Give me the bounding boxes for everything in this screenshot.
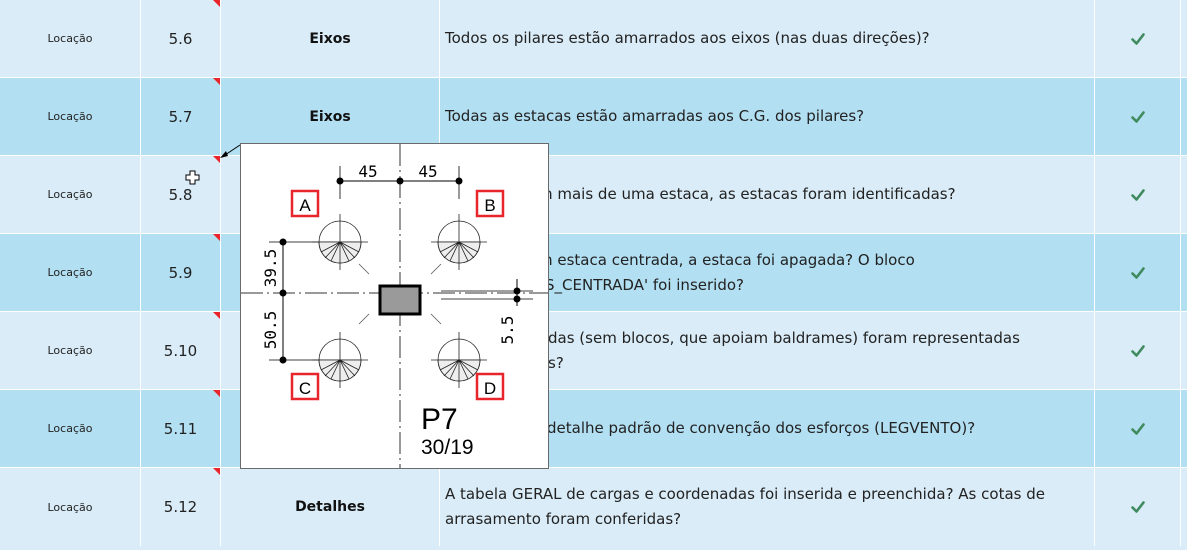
- description-line: A tabela GERAL de cargas e coordenadas f…: [445, 485, 1045, 503]
- description-cell[interactable]: detalhe padrão de convenção dos esforços…: [440, 390, 1095, 467]
- title-cell[interactable]: Detalhes: [221, 468, 440, 546]
- number-cell[interactable]: 5.11: [141, 390, 221, 467]
- dimension-text: 50.5: [261, 311, 280, 350]
- extra-cell[interactable]: [1181, 156, 1187, 233]
- pillar-size: 30/19: [421, 436, 474, 459]
- dimension-text: 5.5: [498, 316, 517, 345]
- comment-marker[interactable]: [213, 468, 220, 475]
- checkmark-icon: [1130, 344, 1145, 357]
- status-cell[interactable]: [1095, 156, 1181, 233]
- category-cell[interactable]: Locação: [0, 468, 141, 546]
- comment-popup[interactable]: 45 45 39.5 50.5 5.5: [240, 143, 549, 469]
- description-cell[interactable]: das (sem blocos, que apoiam baldrames) f…: [440, 312, 1095, 389]
- dimension-text: 45: [358, 162, 377, 181]
- checkmark-icon: [1130, 501, 1145, 513]
- description-line: s?: [548, 354, 564, 372]
- table-row[interactable]: Locação 5.7 Eixos Todas as estacas estão…: [0, 78, 1187, 156]
- pile-label-box: [475, 372, 505, 401]
- extra-cell[interactable]: [1181, 312, 1187, 389]
- title-cell[interactable]: Eixos: [221, 78, 440, 155]
- pillar-name: P7: [421, 403, 458, 436]
- checkmark-icon: [1130, 266, 1145, 279]
- number-cell[interactable]: 5.8: [141, 156, 221, 233]
- extra-cell[interactable]: [1181, 390, 1187, 467]
- number-cell[interactable]: 5.9: [141, 234, 221, 311]
- number-cell[interactable]: 5.12: [141, 468, 221, 546]
- description-cell[interactable]: Todos os pilares estão amarrados aos eix…: [440, 0, 1095, 77]
- category-cell[interactable]: Locação: [0, 234, 141, 311]
- number-cell[interactable]: 5.7: [141, 78, 221, 155]
- category-cell[interactable]: Locação: [0, 312, 141, 389]
- pile-label-b: B: [484, 196, 495, 215]
- status-cell[interactable]: [1095, 468, 1181, 546]
- description-cell[interactable]: Todas as estacas estão amarradas aos C.G…: [440, 78, 1095, 155]
- pillar-rect: [378, 284, 422, 316]
- category-cell[interactable]: Locação: [0, 78, 141, 155]
- pile-symbol: [431, 332, 487, 388]
- pile-label-d: D: [484, 379, 496, 398]
- checkmark-icon: [1130, 110, 1145, 123]
- checkmark-icon: [1130, 422, 1145, 435]
- extra-cell[interactable]: [1181, 468, 1187, 546]
- comment-marker[interactable]: [213, 78, 220, 85]
- description-line: das (sem blocos, que apoiam baldrames) f…: [548, 329, 1020, 347]
- comment-marker[interactable]: [213, 156, 220, 163]
- status-cell[interactable]: [1095, 234, 1181, 311]
- pile-symbol: [312, 332, 368, 388]
- description-cell[interactable]: m estaca centrada, a estaca foi apagada?…: [440, 234, 1095, 311]
- pile-label-box: [475, 189, 505, 218]
- extra-cell[interactable]: [1181, 0, 1187, 77]
- title-cell[interactable]: Eixos: [221, 0, 440, 77]
- pile-cap-drawing: 45 45 39.5 50.5 5.5: [241, 144, 548, 468]
- number-cell[interactable]: 5.6: [141, 0, 221, 77]
- status-cell[interactable]: [1095, 0, 1181, 77]
- number-cell[interactable]: 5.10: [141, 312, 221, 389]
- description-line: m estaca centrada, a estaca foi apagada?…: [538, 251, 915, 269]
- extra-cell[interactable]: [1181, 234, 1187, 311]
- table-row[interactable]: Locação 5.8 m mais de uma estaca, as est…: [0, 156, 1187, 234]
- pile-symbol: [312, 214, 368, 270]
- dimension-text: 45: [418, 162, 437, 181]
- category-cell[interactable]: Locação: [0, 390, 141, 467]
- table-row[interactable]: Locação 5.9 m estaca centrada, a estaca …: [0, 234, 1187, 312]
- pile-label-c: C: [299, 379, 311, 398]
- pile-label-box: [290, 372, 320, 401]
- dimension-text: 39.5: [261, 249, 280, 288]
- checkmark-icon: [1130, 32, 1145, 45]
- status-cell[interactable]: [1095, 390, 1181, 467]
- comment-marker[interactable]: [213, 312, 220, 319]
- pile-label-box: [290, 189, 320, 218]
- table-row[interactable]: Locação 5.12 Detalhes A tabela GERAL de …: [0, 468, 1187, 551]
- table-row[interactable]: Locação 5.6 Eixos Todos os pilares estão…: [0, 0, 1187, 78]
- category-cell[interactable]: Locação: [0, 0, 141, 77]
- comment-marker[interactable]: [213, 234, 220, 241]
- extra-cell[interactable]: [1181, 78, 1187, 155]
- table-row[interactable]: Locação 5.10 das (sem blocos, que apoiam…: [0, 312, 1187, 390]
- status-cell[interactable]: [1095, 312, 1181, 389]
- category-cell[interactable]: Locação: [0, 156, 141, 233]
- comment-marker[interactable]: [213, 0, 220, 7]
- description-cell[interactable]: m mais de uma estaca, as estacas foram i…: [440, 156, 1095, 233]
- table-row[interactable]: Locação 5.11 detalhe padrão de convenção…: [0, 390, 1187, 468]
- comment-marker[interactable]: [213, 390, 220, 397]
- description-cell[interactable]: A tabela GERAL de cargas e coordenadas f…: [440, 468, 1095, 546]
- pile-label-a: A: [299, 196, 311, 215]
- description-line: arrasamento foram conferidas?: [445, 510, 682, 528]
- status-cell[interactable]: [1095, 78, 1181, 155]
- checkmark-icon: [1130, 188, 1145, 201]
- cursor-icon: [185, 170, 200, 185]
- description-line: S_CENTRADA' foi inserido?: [545, 276, 744, 294]
- pile-symbol: [431, 214, 487, 270]
